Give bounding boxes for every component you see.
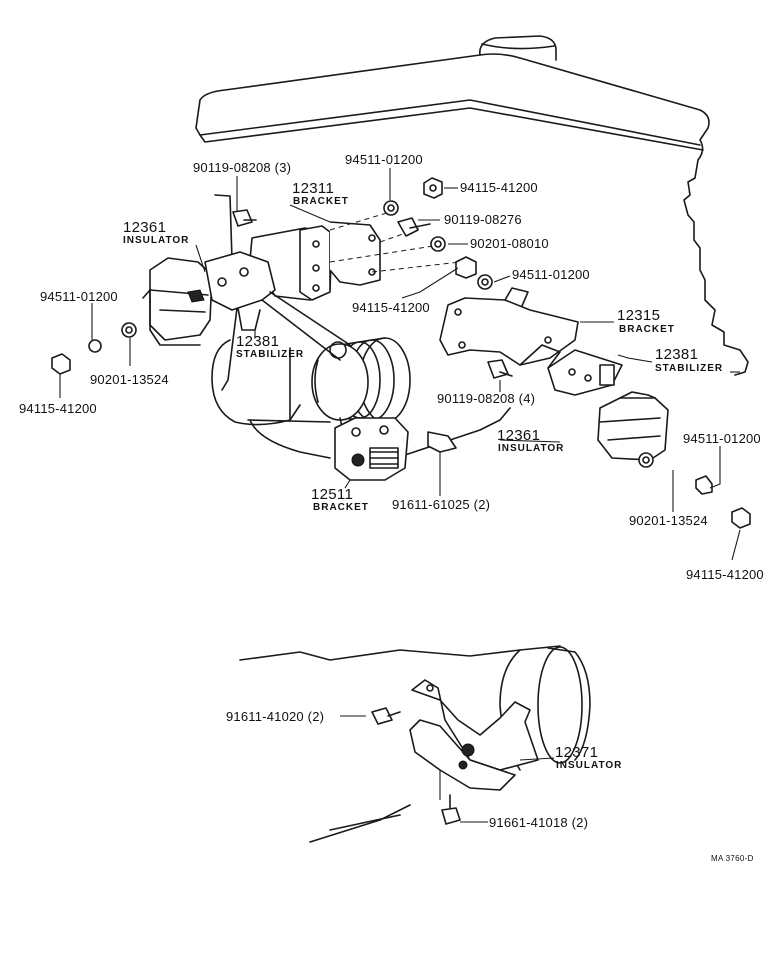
leader-lines xyxy=(59,168,741,561)
part-caption-stabilizer-right: STABILIZER xyxy=(655,363,724,374)
part-number-90201-08010: 90201-08010 xyxy=(470,236,549,251)
part-number-12371: 12371 xyxy=(555,744,599,761)
part-number-12311: 12311 xyxy=(292,180,335,197)
part-number-90119-08208-4: 90119-08208 (4) xyxy=(437,391,536,406)
part-caption-insulator-left: INSULATOR xyxy=(123,235,190,246)
part-number-12381-left: 12381 xyxy=(236,333,280,350)
part-number-94511-01200-right: 94511-01200 xyxy=(512,267,590,282)
part-number-90201-13524-left: 90201-13524 xyxy=(90,372,169,387)
part-number-90119-08276: 90119-08276 xyxy=(444,212,522,227)
left-mount-assembly xyxy=(142,194,461,391)
part-number-91661-41018-2: 91661-41018 (2) xyxy=(489,815,589,830)
fasteners xyxy=(51,177,751,529)
part-number-94511-01200-left: 94511-01200 xyxy=(40,289,118,304)
part-number-12361-right: 12361 xyxy=(497,427,541,444)
part-number-94115-41200-mid: 94115-41200 xyxy=(352,300,430,315)
part-number-12381-right: 12381 xyxy=(655,346,699,363)
part-caption-bracket-12311: BRACKET xyxy=(293,196,349,207)
part-number-94511-01200-top: 94511-01200 xyxy=(345,152,423,167)
part-caption-bracket-12315: BRACKET xyxy=(619,324,675,335)
part-caption-insulator-right: INSULATOR xyxy=(498,443,565,454)
engine-block-outline xyxy=(195,35,749,459)
part-number-91611-41020-2: 91611-41020 (2) xyxy=(226,709,325,724)
part-number-90201-13524-right: 90201-13524 xyxy=(629,513,708,528)
part-caption-insulator-bottom: INSULATOR xyxy=(556,760,623,771)
transmission-rear-mount xyxy=(239,645,591,843)
right-mount-assembly xyxy=(339,287,669,461)
part-number-94511-01200-far: 94511-01200 xyxy=(683,431,761,446)
part-number-90119-08208-3: 90119-08208 (3) xyxy=(193,160,292,175)
part-number-94115-41200-far: 94115-41200 xyxy=(686,567,764,582)
part-number-91611-61025-2: 91611-61025 (2) xyxy=(392,497,491,512)
part-number-12511: 12511 xyxy=(311,486,354,503)
part-number-12361-left: 12361 xyxy=(123,219,167,236)
diagram-reference-code: MA 3760-D xyxy=(711,854,754,863)
part-caption-bracket-12511: BRACKET xyxy=(313,502,369,513)
part-number-94115-41200-top: 94115-41200 xyxy=(460,180,538,195)
lower-bracket-12511 xyxy=(334,417,409,481)
part-caption-stabilizer-left: STABILIZER xyxy=(236,349,305,360)
part-number-94115-41200-left: 94115-41200 xyxy=(19,401,97,416)
part-number-12315: 12315 xyxy=(617,307,661,324)
